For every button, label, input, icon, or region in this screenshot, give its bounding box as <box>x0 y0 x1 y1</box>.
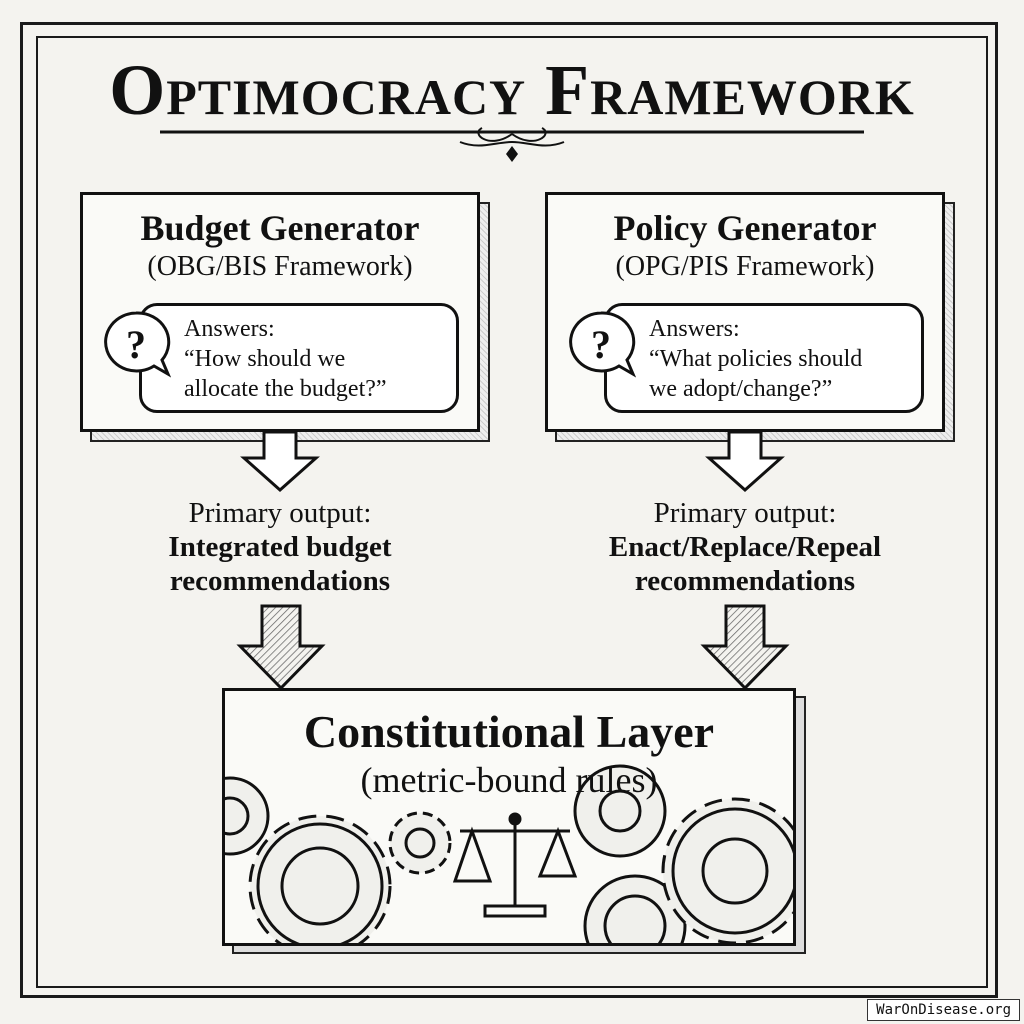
output-value: recommendations <box>634 565 856 597</box>
constitutional-layer-subheading: (metric-bound rules) <box>360 760 658 800</box>
answers-label: Answers: <box>184 316 275 342</box>
watermark: WarOnDisease.org <box>867 999 1020 1021</box>
budget-generator-subheading: (OBG/BIS Framework) <box>147 251 413 282</box>
down-arrow-icon <box>240 430 320 492</box>
policy-generator-subheading: (OPG/PIS Framework) <box>615 251 875 282</box>
gears-icon <box>225 764 793 943</box>
output-label: Primary output: <box>188 497 372 529</box>
page-title: Optimocracy Framework <box>109 50 915 130</box>
box-body: Constitutional Layer (metric-bound rules… <box>222 688 796 946</box>
inner-frame <box>36 36 988 988</box>
output-label: Primary output: <box>653 497 837 529</box>
question-line: “What policies should <box>649 346 863 372</box>
policy-generator-heading: Policy Generator <box>613 208 877 248</box>
budget-generator-heading: Budget Generator <box>140 208 420 248</box>
constitutional-layer-heading: Constitutional Layer <box>303 706 715 757</box>
svg-text:?: ? <box>591 322 611 367</box>
question-bubble: Answers: “How should we allocate the bud… <box>139 303 459 413</box>
title-ornament <box>160 127 864 162</box>
question-line: we adopt/change?” <box>649 376 833 402</box>
budget-output: Primary output: Integrated budget recomm… <box>100 496 460 598</box>
question-mark-icon: ? <box>569 311 636 378</box>
question-line: allocate the budget?” <box>184 376 387 402</box>
constitutional-layer-box: Constitutional Layer (metric-bound rules… <box>222 688 806 954</box>
policy-generator-box: Policy Generator (OPG/PIS Framework) Ans… <box>545 192 955 442</box>
svg-text:?: ? <box>126 322 146 367</box>
scales-of-justice-icon <box>452 812 578 918</box>
output-value: Integrated budget <box>168 531 392 563</box>
output-value: Enact/Replace/Repeal <box>608 531 882 563</box>
budget-generator-box: Budget Generator (OBG/BIS Framework) Ans… <box>80 192 490 442</box>
answers-label: Answers: <box>649 316 740 342</box>
down-arrow-icon <box>705 430 785 492</box>
outer-frame <box>20 22 998 998</box>
question-bubble: Answers: “What policies should we adopt/… <box>604 303 924 413</box>
policy-output: Primary output: Enact/Replace/Repeal rec… <box>565 496 925 598</box>
output-value: recommendations <box>169 565 391 597</box>
box-body: Budget Generator (OBG/BIS Framework) Ans… <box>80 192 480 432</box>
box-body: Policy Generator (OPG/PIS Framework) Ans… <box>545 192 945 432</box>
question-mark-icon: ? <box>104 311 171 378</box>
down-arrow-icon <box>700 604 790 690</box>
question-line: “How should we <box>184 346 346 372</box>
down-arrow-icon <box>236 604 326 690</box>
